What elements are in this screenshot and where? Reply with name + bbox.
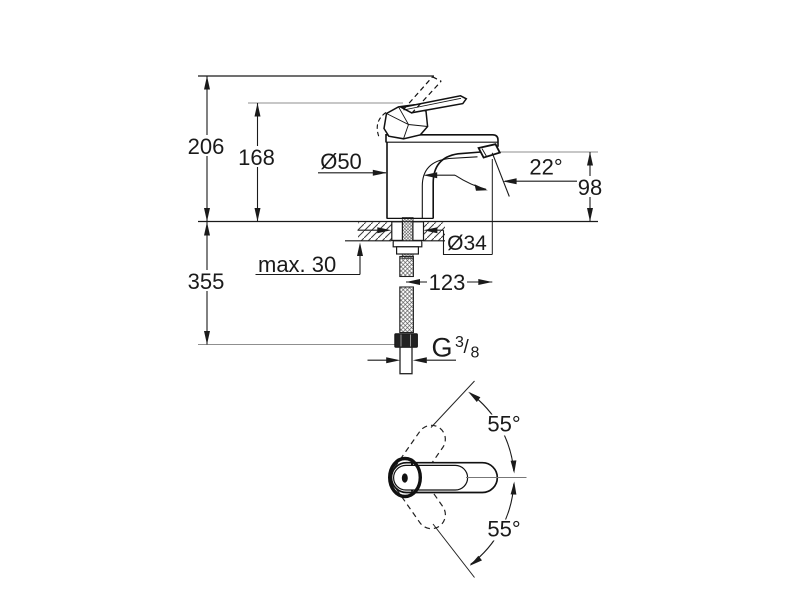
arrow-355-up (204, 222, 210, 236)
arrow-123-left (406, 279, 420, 285)
arrow-dia34-right (377, 227, 392, 234)
dim-total-height-label: 206 (188, 134, 225, 159)
hose-fitting-facets (400, 334, 411, 347)
handle-base-facets (386, 106, 428, 139)
spout-inner-curve (421, 156, 478, 219)
arrow-max30-up (357, 242, 363, 256)
arrow-arc-lower-bottom (469, 555, 482, 566)
arrow-168-down (254, 208, 261, 222)
aerator (477, 143, 502, 159)
dim-deck-thickness-label: max. 30 (258, 252, 336, 277)
dimension-texts: 206 168 Ø50 22° 98 355 max. 30 Ø34 123 G… (188, 134, 603, 542)
arrow-22-leader (502, 178, 517, 185)
faucet-side-view (376, 76, 502, 220)
text-masks (185, 135, 604, 541)
spray-angle-line (491, 152, 510, 197)
hose-fitting-nut (394, 333, 418, 348)
body-right-spout-curve (432, 151, 482, 219)
horseshoe-plate (392, 240, 423, 248)
arrow-168-up (254, 103, 261, 117)
arrow-arc-lower-top (510, 481, 517, 495)
swing-arc-arrowheads (468, 391, 517, 566)
dim-body-diameter-label: Ø50 (320, 149, 362, 174)
arrow-206-up (204, 76, 210, 90)
swing-axis-upper (430, 380, 475, 428)
thread-numerator-label: 3 (455, 334, 464, 351)
thread-slash-label: / (464, 337, 470, 358)
mounting-deck (345, 222, 445, 242)
aerator-detail-line (481, 148, 487, 157)
cartridge-cap-circle (388, 456, 423, 499)
arrow-98-up (587, 152, 593, 166)
dim-lever-height-label: 168 (238, 145, 275, 170)
handle-dot-marker (401, 473, 408, 483)
thread-g-label: G (432, 333, 453, 363)
arrow-g38-left (412, 357, 427, 364)
under-deck-assembly (391, 217, 425, 375)
flex-hose-lower (399, 286, 414, 334)
body-top-cap (385, 134, 499, 147)
swing-axis-lower (432, 523, 475, 578)
mounting-nut (396, 246, 420, 255)
arrow-206-down (204, 208, 210, 222)
arrow-g38-right (386, 357, 401, 364)
arrow-curve-end (474, 184, 488, 191)
dim-spray-angle-label: 22° (529, 155, 562, 180)
handle-raised-dashed (403, 76, 442, 114)
handle-lever (399, 95, 468, 114)
handle-plan-view (388, 380, 527, 578)
arrow-98-down (587, 208, 593, 222)
arrow-dia50-right (372, 169, 387, 176)
deck-hatch-left (358, 222, 392, 241)
hose-end-tube (399, 346, 413, 375)
dim-spout-height-label: 98 (578, 175, 602, 200)
handle-lever-edge-line (403, 97, 462, 111)
dim-22-curve (454, 174, 487, 190)
dim-below-deck-label: 355 (188, 269, 225, 294)
dim-spout-reach-label: 123 (429, 270, 466, 295)
arrow-355-down (204, 331, 210, 345)
swing-angle-lower-label: 55° (487, 517, 520, 542)
arrow-123-right (478, 279, 493, 285)
washer-left (391, 221, 403, 242)
reference-lines (198, 102, 598, 346)
dim-hole-diameter-label: Ø34 (447, 232, 487, 255)
handle-pin-bottom (411, 489, 413, 492)
arrow-arc-upper-bottom (510, 460, 517, 474)
arrow-body-left (423, 172, 438, 179)
dia34-label-box (442, 230, 493, 256)
thread-denominator-label: 8 (471, 345, 480, 362)
arrow-dia34-left (423, 227, 438, 234)
flex-hose-upper (399, 255, 414, 278)
dimension-arrowheads (204, 76, 593, 364)
handle-pin-top (411, 463, 413, 466)
washer-right (412, 221, 425, 242)
handle-swing-dashed-arc (376, 112, 387, 137)
arrow-arc-upper-top (468, 391, 481, 402)
handle-base (383, 104, 429, 140)
swing-angle-upper-label: 55° (487, 412, 520, 437)
